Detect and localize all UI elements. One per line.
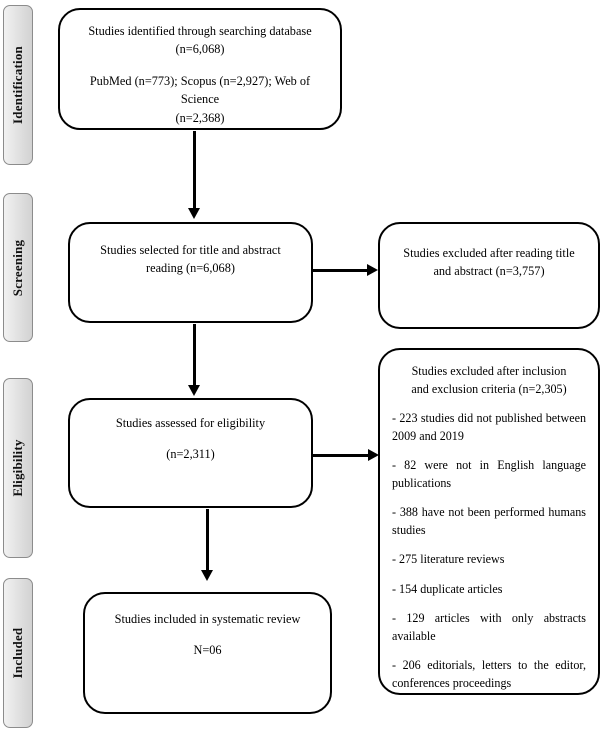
box-studies-assessed-eligibility-text: Studies assessed for eligibility (n=2,31… (84, 414, 297, 464)
box-exclusion-criteria-text: Studies excluded after inclusion and exc… (392, 363, 586, 692)
arrow-down-icon-assessed-to-included (200, 570, 213, 581)
stage-label-screening-text: Screening (10, 239, 25, 296)
connector-assessed-to-criteria-line (313, 454, 370, 457)
criteria-item: - 129 articles with only abstracts avail… (392, 611, 586, 643)
arrow-down-icon-identified-to-selected (187, 208, 200, 219)
arrow-right-icon-selected-to-excluded (367, 263, 378, 276)
selected-line-1: Studies selected for title and abstract (100, 243, 281, 257)
criteria-item: - 388 have not been performed humans stu… (392, 505, 586, 537)
connector-identified-to-selected-line (193, 131, 196, 210)
box-studies-included: Studies included in systematic review N=… (83, 592, 332, 714)
criteria-item: - 223 studies did not published between … (392, 411, 586, 443)
selected-line-2: reading (n=6,068) (146, 261, 235, 276)
box-studies-assessed-eligibility: Studies assessed for eligibility (n=2,31… (68, 398, 313, 508)
stage-label-eligibility: Eligibility (3, 378, 33, 558)
assessed-line-2: (n=2,311) (166, 447, 215, 462)
box-studies-excluded-title-abstract: Studies excluded after reading title and… (378, 222, 600, 329)
arrow-down-icon-selected-to-assessed (187, 385, 200, 396)
stage-label-included-text: Included (10, 627, 25, 679)
box-studies-selected: Studies selected for title and abstract … (68, 222, 313, 323)
criteria-item: - 154 duplicate articles (392, 581, 503, 596)
criteria-heading-line-2: and exclusion criteria (n=2,305) (411, 381, 567, 396)
identified-line-3: PubMed (n=773); Scopus (n=2,927); Web of… (89, 73, 311, 107)
identified-line-2: (n=6,068) (175, 42, 225, 57)
arrow-right-icon-assessed-to-criteria (368, 448, 379, 461)
stage-label-eligibility-text: Eligibility (10, 439, 25, 497)
box-exclusion-criteria: Studies excluded after inclusion and exc… (378, 348, 600, 695)
stage-label-identification: Identification (3, 5, 33, 165)
connector-selected-to-assessed-line (193, 324, 196, 386)
box-studies-identified-text: Studies identified through searching dat… (74, 22, 326, 127)
stage-label-screening: Screening (3, 193, 33, 342)
connector-selected-to-excluded-line (313, 269, 369, 272)
excluded-screening-line-1: Studies excluded after reading title (403, 246, 575, 260)
connector-assessed-to-included-line (206, 509, 209, 571)
included-line-1: Studies included in systematic review (114, 612, 301, 626)
box-studies-identified: Studies identified through searching dat… (58, 8, 342, 130)
box-studies-selected-text: Studies selected for title and abstract … (84, 241, 297, 278)
criteria-item: - 206 editorials, letters to the editor,… (392, 658, 586, 690)
box-studies-included-text: Studies included in systematic review N=… (99, 610, 316, 660)
included-line-2: N=06 (193, 643, 222, 658)
box-studies-excluded-title-abstract-text: Studies excluded after reading title and… (394, 244, 584, 281)
stage-label-identification-text: Identification (10, 46, 25, 124)
excluded-screening-line-2: and abstract (n=3,757) (433, 264, 545, 279)
assessed-line-1: Studies assessed for eligibility (115, 416, 266, 430)
identified-line-4: (n=2,368) (175, 110, 225, 125)
criteria-item: - 82 were not in English language public… (392, 458, 586, 490)
identified-line-1: Studies identified through searching dat… (88, 24, 312, 38)
criteria-item: - 275 literature reviews (392, 552, 505, 567)
criteria-heading-line-1: Studies excluded after inclusion (411, 364, 567, 378)
stage-label-included: Included (3, 578, 33, 728)
